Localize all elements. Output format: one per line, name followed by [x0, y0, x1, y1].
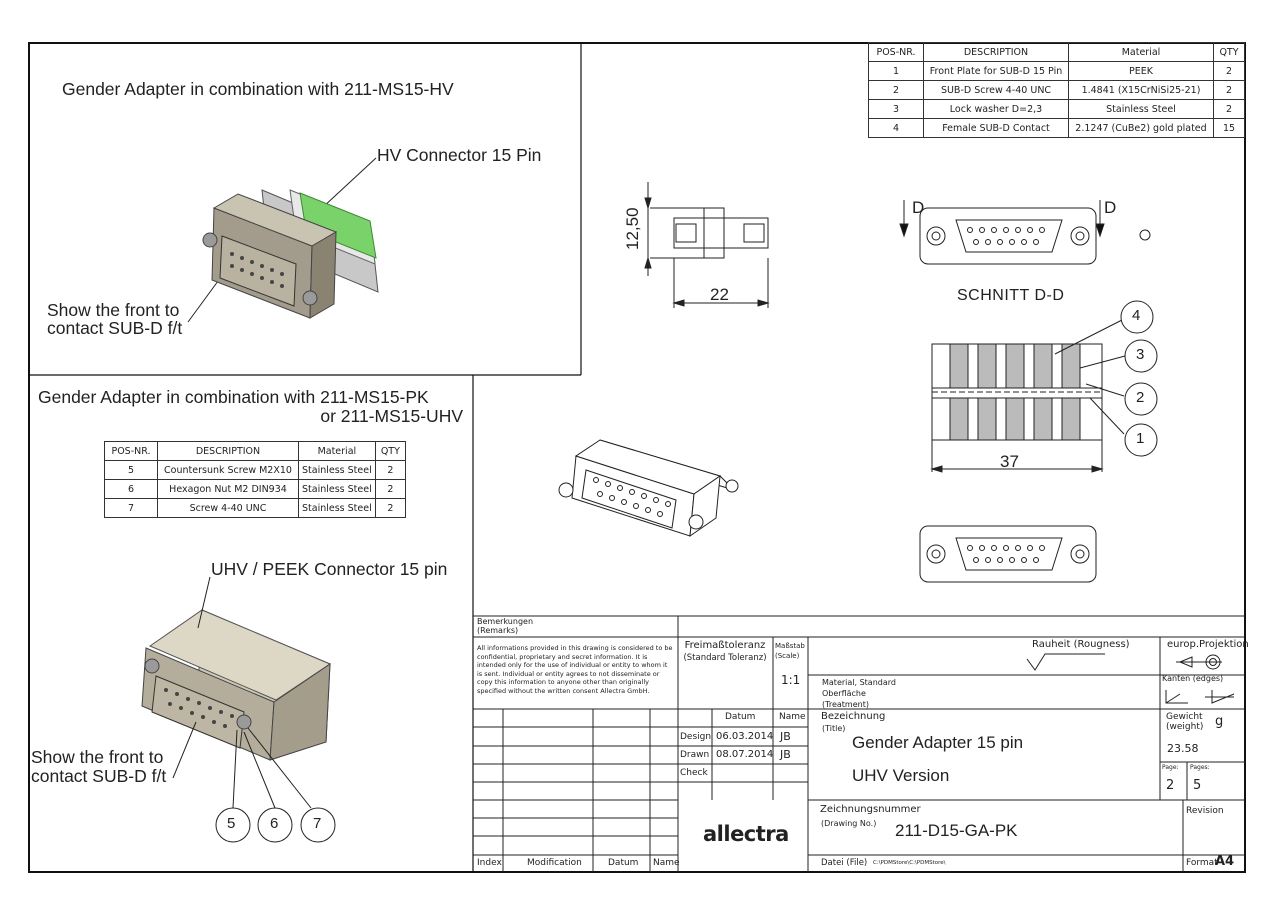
pages-label: Pages:: [1190, 764, 1210, 771]
drawing-title-line2: UHV Version: [852, 766, 950, 785]
balloon-3-label: 3: [1136, 346, 1145, 363]
view1-title: Gender Adapter in combination with 211-M…: [62, 79, 454, 99]
front-view-top: [899, 200, 1151, 265]
balloon-6-label: 6: [270, 815, 279, 832]
roughness-label: Rauheit (Rougness): [1032, 639, 1130, 650]
file-path: C:\PDMStore\C:\PDMStore\: [873, 860, 946, 866]
dim-width: 22: [710, 285, 729, 304]
drawn-date: 08.07.2014: [716, 749, 774, 760]
adapter-iso-line-view: [558, 439, 739, 538]
drawing-no-label: Zeichnungsnummer: [820, 804, 921, 815]
datum-header: Datum: [725, 712, 756, 722]
uhv-connector-label: UHV / PEEK Connector 15 pin: [211, 559, 448, 579]
page-value: 2: [1166, 778, 1175, 793]
bom-small-header-row: POS-NR. DESCRIPTION Material QTY: [104, 441, 407, 461]
balloon-3: [1124, 339, 1158, 373]
drawing-number: 211-D15-GA-PK: [895, 821, 1018, 840]
index-label: Index: [477, 858, 502, 868]
design-name: JB: [780, 730, 791, 743]
section-label: SCHNITT D-D: [957, 287, 1065, 304]
modification-label: Modification: [527, 858, 582, 868]
revision-label: Revision: [1186, 806, 1224, 816]
dim-length: 37: [1000, 452, 1019, 471]
drawing-title-line1: Gender Adapter 15 pin: [852, 733, 1024, 752]
title-en-label: (Title): [822, 724, 846, 733]
format-label: Format: [1186, 858, 1218, 868]
balloon-6: [257, 807, 293, 843]
bezeichnung-label: Bezeichnung: [821, 711, 886, 722]
side-view: [644, 182, 770, 308]
weight-label: Gewicht (weight): [1166, 712, 1204, 732]
balloon-5: [215, 807, 251, 843]
weight-unit: g: [1215, 714, 1224, 729]
hv-connector-iso-view: [202, 189, 379, 319]
view1-front-note: Show the front to contact SUB-D f/t: [47, 300, 183, 338]
cut-letter-right: D: [1104, 198, 1117, 217]
view2-front-note: Show the front to contact SUB-D f/t: [31, 747, 167, 786]
balloon-5-label: 5: [227, 815, 236, 832]
format-value: A4: [1215, 854, 1235, 869]
balloon-1-label: 1: [1136, 430, 1145, 447]
drawn-label: Drawn: [680, 750, 710, 760]
pages-value: 5: [1193, 778, 1202, 793]
page-label: Page:: [1162, 764, 1179, 771]
sheet-border: [28, 42, 1246, 873]
balloon-4-label: 4: [1132, 307, 1141, 324]
bom-header-row: POS-NR. DESCRIPTION Material QTY: [868, 42, 1245, 62]
allectra-logo: allectra: [703, 822, 789, 846]
scale-label: Maßstab (Scale): [775, 642, 805, 660]
cut-letter-left: D: [912, 198, 925, 217]
uhv-connector-iso-view: [141, 609, 332, 761]
material-label: Material, Standard Oberfläche (Treatment…: [822, 678, 896, 709]
balloon-2-label: 2: [1136, 389, 1145, 406]
title-block-grid: [473, 615, 1245, 872]
datum-label: Datum: [608, 858, 639, 868]
balloon-7: [300, 807, 336, 843]
balloon-1: [1124, 423, 1158, 457]
check-label: Check: [680, 768, 708, 778]
name-label: Name: [653, 858, 680, 868]
balloon-2: [1124, 382, 1158, 416]
projection-label: europ.Projektion: [1167, 639, 1249, 650]
view2-title: Gender Adapter in combination with 211-M…: [38, 387, 463, 426]
edges-label: Kanten (edges): [1162, 674, 1224, 683]
file-label: Datei (File): [821, 858, 868, 868]
balloon-4: [1120, 300, 1154, 334]
disclaimer-text: All informations provided in this drawin…: [477, 644, 673, 695]
remarks-label: Bemerkungen (Remarks): [477, 617, 534, 635]
tolerance-label: Freimaßtoleranz (Standard Toleranz): [683, 640, 767, 663]
drawn-name: JB: [780, 748, 791, 761]
balloon-7-label: 7: [313, 815, 322, 832]
name-header: Name: [779, 712, 806, 722]
hv-connector-label: HV Connector 15 Pin: [377, 145, 542, 165]
front-view-bottom: [919, 525, 1097, 583]
design-date: 06.03.2014: [716, 731, 774, 742]
scale-value: 1:1: [781, 673, 801, 687]
drawing-no-en-label: (Drawing No.): [821, 819, 877, 828]
design-label: Design: [680, 732, 712, 742]
section-d-d: [930, 319, 1126, 473]
dim-height: 12,50: [623, 207, 642, 250]
weight-value: 23.58: [1167, 742, 1199, 755]
